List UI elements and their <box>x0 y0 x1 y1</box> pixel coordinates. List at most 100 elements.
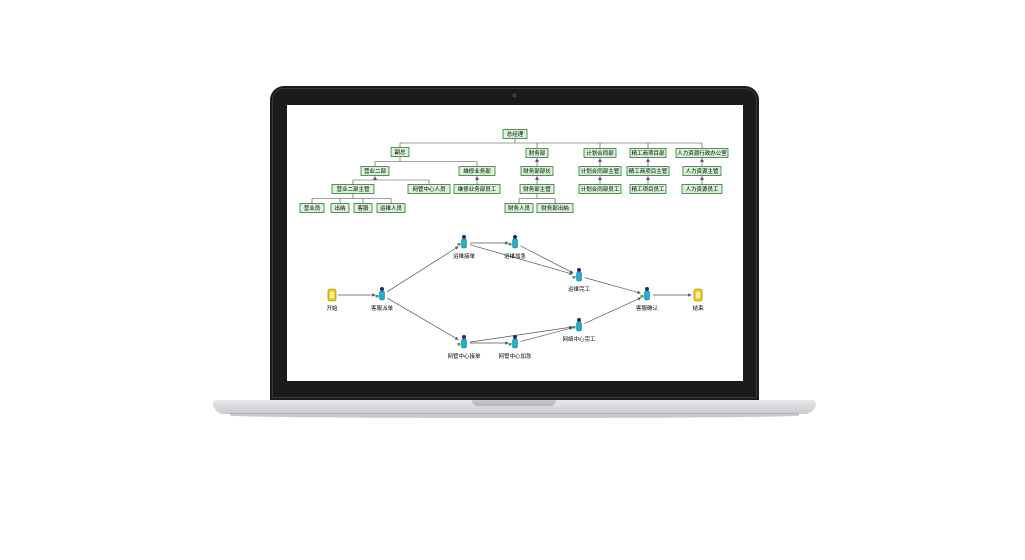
person-icon <box>576 321 582 332</box>
flow-node-recv[interactable]: 客服派单 <box>371 287 394 312</box>
org-node-fin[interactable]: 财务部 <box>525 148 549 158</box>
org-node-netcenter[interactable]: 网管中心人员 <box>407 184 451 194</box>
org-node-maint[interactable]: 维修业务部 <box>458 166 496 176</box>
org-node-plansup[interactable]: 计划合同部主管 <box>578 166 622 176</box>
org-node-sales[interactable]: 营业员 <box>299 203 325 213</box>
org-node-hr[interactable]: 人力资源行政办公室 <box>675 148 729 158</box>
org-node-label: 总经理 <box>507 130 524 138</box>
org-node-label: 财务部 <box>529 149 546 157</box>
flow-edge-net_done-confirm <box>584 297 642 324</box>
terminal-icon-inner <box>330 292 334 298</box>
flow-node-label: 客服派单 <box>371 304 394 312</box>
collapse-marker-icon[interactable] <box>372 176 378 180</box>
org-node-engstaff[interactable]: 精工项目员工 <box>629 184 667 194</box>
org-node-label: 财务部主管 <box>523 185 551 193</box>
org-node-plan[interactable]: 计划合同部 <box>583 148 617 158</box>
org-node-label: 财务人员 <box>508 204 531 212</box>
org-node-maintstaff[interactable]: 维修业务部员工 <box>453 184 501 194</box>
collapse-marker-icon[interactable] <box>597 176 603 180</box>
laptop-base <box>213 400 816 414</box>
flow-node-label: 运维加急 <box>504 252 527 260</box>
org-node-label: 维修业务部员工 <box>458 185 497 193</box>
person-head-icon <box>577 318 581 322</box>
org-node-label: 精工商项目主管 <box>629 167 668 175</box>
org-node-label: 出纳 <box>334 204 346 212</box>
org-node-ops[interactable]: 运维人员 <box>376 203 406 213</box>
flow-edge-ops_dispatch-ops_done <box>469 244 573 275</box>
webcam-icon <box>512 93 517 98</box>
org-node-vp[interactable]: 副总 <box>390 147 410 157</box>
person-head-icon <box>380 287 384 291</box>
flow-edge-recv-net_dispatch <box>387 297 459 340</box>
collapse-marker-icon[interactable] <box>645 176 651 180</box>
org-node-label: 副总 <box>394 148 406 156</box>
person-head-icon <box>645 287 649 291</box>
org-node-biz2sup[interactable]: 营业二部主管 <box>331 184 375 194</box>
collapse-marker-icon[interactable] <box>645 158 651 162</box>
flow-node-start[interactable]: 开始 <box>326 288 338 312</box>
flow-node-end[interactable]: 结束 <box>692 288 704 312</box>
laptop-screen: 总经理副总财务部计划合同部精工商项目部人力资源行政办公室营业二部维修业务部财务部… <box>287 105 743 381</box>
flow-node-net_done[interactable]: 网络中心完工 <box>562 318 596 343</box>
terminal-icon-inner <box>696 292 700 298</box>
org-node-audit[interactable]: 客服 <box>353 203 373 213</box>
org-node-hrstaff[interactable]: 人力资源员工 <box>681 184 723 194</box>
org-node-label: 人力资源员工 <box>685 185 719 193</box>
collapse-marker-icon[interactable] <box>534 158 540 162</box>
flow-edge-net_urgent-net_done <box>520 326 573 342</box>
org-node-finmgr[interactable]: 财务部部长 <box>520 166 554 176</box>
person-icon <box>461 338 467 349</box>
flow-node-confirm[interactable]: 客服确认 <box>636 287 659 312</box>
task-arrow-icon <box>508 343 512 346</box>
laptop-bezel <box>272 88 757 398</box>
task-arrow-icon <box>572 276 576 279</box>
person-head-icon <box>462 235 466 239</box>
collapse-marker-icon[interactable] <box>474 176 480 180</box>
org-node-label: 人力资源行政办公室 <box>677 149 727 157</box>
org-node-label: 维修业务部 <box>463 167 491 175</box>
org-node-finsup[interactable]: 财务部主管 <box>519 184 555 194</box>
org-node-eng[interactable]: 精工商项目部 <box>629 148 667 158</box>
flow-node-label: 网管中心加急 <box>498 352 532 360</box>
collapse-marker-icon[interactable] <box>534 176 540 180</box>
org-node-label: 计划合同部 <box>586 149 614 157</box>
org-node-label: 财务部出纳 <box>541 204 569 212</box>
org-node-biz2[interactable]: 营业二部 <box>360 166 390 176</box>
person-head-icon <box>462 335 466 339</box>
flow-node-label: 结束 <box>692 304 704 312</box>
org-node-finstaff[interactable]: 财务人员 <box>504 203 534 213</box>
org-node-label: 营业员 <box>304 204 321 212</box>
org-node-engsup[interactable]: 精工商项目主管 <box>626 166 670 176</box>
org-node-hrsup[interactable]: 人力资源主管 <box>682 166 722 176</box>
org-node-label: 精工项目员工 <box>631 185 665 193</box>
flow-node-ops_done[interactable]: 运维完工 <box>568 268 591 293</box>
flow-edge-ops_done-confirm <box>584 277 641 295</box>
org-node-label: 计划合同部员工 <box>581 185 620 193</box>
flow-node-net_dispatch[interactable]: 网管中心接单 <box>447 335 481 360</box>
task-arrow-icon <box>508 243 512 246</box>
laptop-base-notch <box>472 400 556 406</box>
collapse-marker-icon[interactable] <box>699 158 705 162</box>
person-head-icon <box>513 335 517 339</box>
org-node-finout[interactable]: 财务部出纳 <box>536 203 574 213</box>
collapse-marker-icon[interactable] <box>597 158 603 162</box>
flow-node-net_urgent[interactable]: 网管中心加急 <box>498 335 532 360</box>
org-node-gm[interactable]: 总经理 <box>502 129 528 139</box>
flow-node-ops_dispatch[interactable]: 运维接单 <box>453 235 476 260</box>
collapse-marker-icon[interactable] <box>699 176 705 180</box>
org-node-label: 人力资源主管 <box>685 167 719 175</box>
org-node-label: 客服 <box>357 204 369 212</box>
person-icon <box>461 238 467 249</box>
org-node-cashier[interactable]: 出纳 <box>330 203 350 213</box>
org-node-planstaff[interactable]: 计划合同部员工 <box>578 184 622 194</box>
flow-edge-recv-ops_dispatch <box>386 246 459 293</box>
workflow-diagram: 开始客服派单 运维接单 运维加急运维完工网管中心接单 网管中心加急 网络中心完工 客服确认… <box>326 235 704 360</box>
flow-node-ops_urgent[interactable]: 运维加急 <box>504 235 527 260</box>
flow-node-label: 运维接单 <box>453 252 476 260</box>
org-node-label: 计划合同部主管 <box>581 167 620 175</box>
flow-node-label: 网管中心接单 <box>447 352 481 360</box>
flow-node-label: 网络中心完工 <box>562 335 596 343</box>
task-arrow-icon <box>457 243 461 246</box>
task-arrow-icon <box>572 326 576 329</box>
org-node-label: 网管中心人员 <box>412 185 446 193</box>
